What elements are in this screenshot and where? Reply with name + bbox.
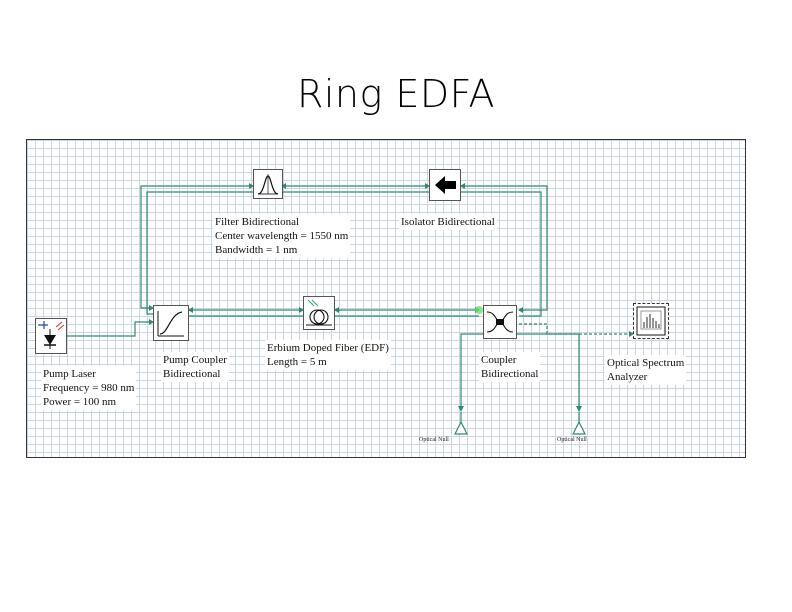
coupler-name: Coupler — [481, 354, 517, 366]
coupler-label: Coupler Bidirectional — [479, 352, 541, 382]
pump-laser-name: Pump Laser — [43, 368, 96, 380]
optical-null-2-label: Optical Null — [557, 437, 587, 443]
filter-label: Filter Bidirectional Center wavelength =… — [213, 214, 351, 258]
null-triangle — [454, 420, 468, 435]
pump-laser-frequency: Frequency = 980 nm — [43, 382, 135, 394]
pump-coupler-label: Pump Coupler Bidirectional — [161, 352, 229, 382]
filter-bidirectional-block[interactable] — [253, 169, 283, 199]
coupler-selected-marker — [475, 306, 483, 314]
slide-title: Ring EDFA — [296, 72, 496, 116]
x-coupler-icon — [486, 311, 514, 333]
isolator-label: Isolator Bidirectional — [399, 214, 497, 230]
wdm-coupler-icon — [157, 311, 184, 337]
filter-name: Filter Bidirectional — [215, 216, 300, 228]
pump-coupler-name: Pump Coupler — [163, 354, 227, 366]
bandpass-filter-icon — [257, 174, 279, 195]
pump-coupler-block[interactable] — [153, 305, 189, 341]
isolator-bidirectional-block[interactable] — [429, 169, 461, 201]
filter-bandwidth: Bandwidth = 1 nm — [215, 244, 298, 256]
edf-name: Erbium Doped Fiber (EDF) — [267, 342, 389, 354]
pump-laser-label: Pump Laser Frequency = 980 nm Power = 10… — [41, 366, 137, 410]
pump-coupler-type: Bidirectional — [163, 368, 221, 380]
optical-null-1-label: Optical Null — [419, 437, 449, 443]
coupler-type: Bidirectional — [481, 368, 539, 380]
coupler-bidirectional-block[interactable] — [483, 305, 517, 339]
fiber-coil-icon — [306, 299, 332, 326]
edf-block[interactable] — [303, 296, 335, 330]
isolator-name: Isolator Bidirectional — [401, 216, 495, 228]
pump-laser-block[interactable] — [35, 318, 67, 354]
osa-type: Analyzer — [607, 371, 648, 383]
edf-label: Erbium Doped Fiber (EDF) Length = 5 m — [265, 340, 391, 370]
spectrum-analyzer-icon — [636, 306, 666, 336]
schematic-canvas[interactable]: Filter Bidirectional Center wavelength =… — [26, 139, 746, 458]
edf-length: Length = 5 m — [267, 356, 327, 368]
isolator-arrow-icon — [435, 176, 456, 194]
laser-diode-icon — [38, 321, 65, 349]
osa-block[interactable] — [633, 303, 669, 339]
osa-label: Optical Spectrum Analyzer — [605, 355, 687, 385]
pump-laser-power: Power = 100 nm — [43, 396, 117, 408]
osa-name: Optical Spectrum — [607, 357, 685, 369]
filter-center-wavelength: Center wavelength = 1550 nm — [215, 230, 349, 242]
